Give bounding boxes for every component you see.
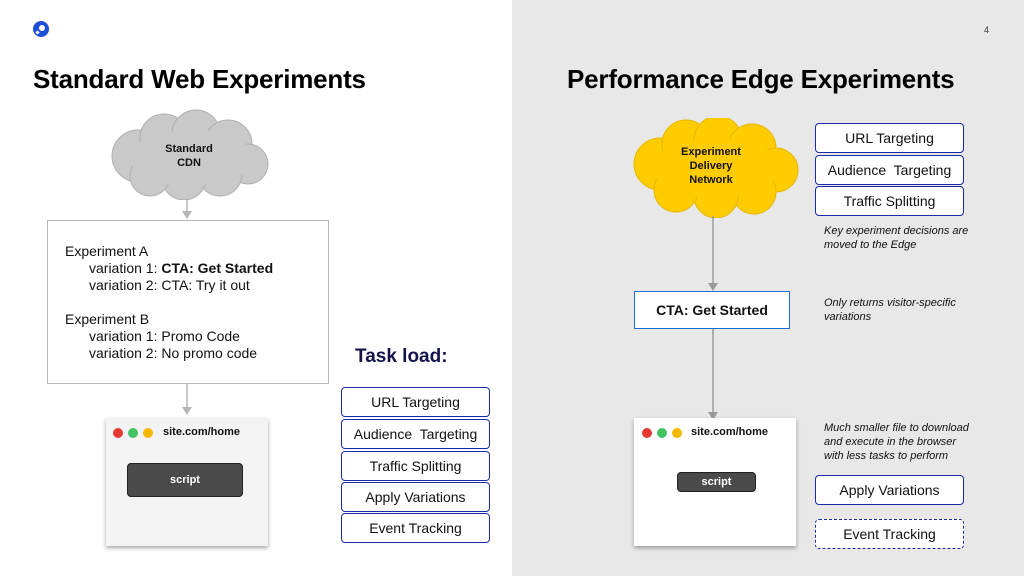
task-audience-targeting: Audience Targeting (341, 419, 490, 449)
left-title: Standard Web Experiments (33, 64, 366, 94)
task-url-targeting: URL Targeting (341, 387, 490, 417)
experiment-a-label: Experiment A (65, 243, 149, 259)
arrow-edn-to-cta (708, 216, 718, 291)
standard-cdn-cloud (111, 109, 269, 200)
cdn-label-line1: Standard (165, 143, 213, 155)
note-browser-line2: and execute in the browser (824, 436, 957, 448)
arrow-cta-to-browser (708, 329, 718, 420)
cdn-label-line2: CDN (177, 157, 201, 169)
minimize-dot-icon (143, 428, 153, 438)
maximize-dot-icon (657, 428, 667, 438)
experiment-b-variation-1: variation 1: Promo Code (89, 328, 240, 344)
variation-prefix: variation 1: (89, 260, 162, 276)
logo-icon (33, 21, 49, 37)
edn-label-line1: Experiment (681, 146, 741, 158)
task-load-title: Task load: (355, 346, 448, 367)
experiment-a-variation-1: variation 1: CTA: Get Started (89, 260, 273, 276)
close-dot-icon (642, 428, 652, 438)
experiments-box (47, 220, 329, 384)
task-apply-variations: Apply Variations (341, 482, 490, 512)
script-block: script (677, 472, 756, 492)
edge-task-audience-targeting: Audience Targeting (815, 155, 964, 185)
arrow-experiments-to-browser (182, 384, 192, 415)
note-cta-line2: variations (824, 311, 872, 323)
minimize-dot-icon (672, 428, 682, 438)
experiment-b-variation-2: variation 2: No promo code (89, 345, 258, 361)
page-number: 4 (984, 25, 990, 35)
experiment-delivery-network-cloud (633, 118, 799, 218)
note-browser-line1: Much smaller file to download (824, 422, 969, 434)
note-edge-decisions: Key experiment decisions are moved to th… (824, 224, 968, 252)
note-smaller-file: Much smaller file to download and execut… (824, 421, 969, 463)
variation-cta: CTA: Get Started (161, 260, 274, 276)
right-title: Performance Edge Experiments (567, 64, 955, 94)
edn-label-line2: Delivery (689, 160, 733, 172)
note-edge-line2: moved to the Edge (824, 239, 917, 251)
experiment-b-label: Experiment B (65, 311, 150, 327)
edge-task-event-tracking: Event Tracking (815, 519, 964, 549)
edge-task-url-targeting: URL Targeting (815, 123, 964, 153)
browser-url: site.com/home (691, 426, 769, 438)
note-edge-line1: Key experiment decisions are (824, 225, 969, 237)
note-visitor-specific: Only returns visitor-specific variations (824, 296, 956, 324)
experiment-a-variation-2: variation 2: CTA: Try it out (89, 277, 250, 293)
task-traffic-splitting: Traffic Splitting (341, 451, 490, 481)
close-dot-icon (113, 428, 123, 438)
edge-task-apply-variations: Apply Variations (815, 475, 964, 505)
edn-label: Experiment Delivery Network (671, 145, 751, 187)
cta-get-started-box: CTA: Get Started (634, 291, 790, 329)
note-browser-line3: with less tasks to perform (824, 450, 949, 462)
browser-url: site.com/home (163, 426, 241, 438)
edn-label-line3: Network (689, 174, 733, 186)
arrow-cdn-to-experiments (182, 198, 192, 219)
maximize-dot-icon (128, 428, 138, 438)
note-cta-line1: Only returns visitor-specific (824, 297, 956, 309)
standard-cdn-label: Standard CDN (149, 142, 229, 170)
task-event-tracking: Event Tracking (341, 513, 490, 543)
script-block: script (127, 463, 243, 497)
edge-task-traffic-splitting: Traffic Splitting (815, 186, 964, 216)
